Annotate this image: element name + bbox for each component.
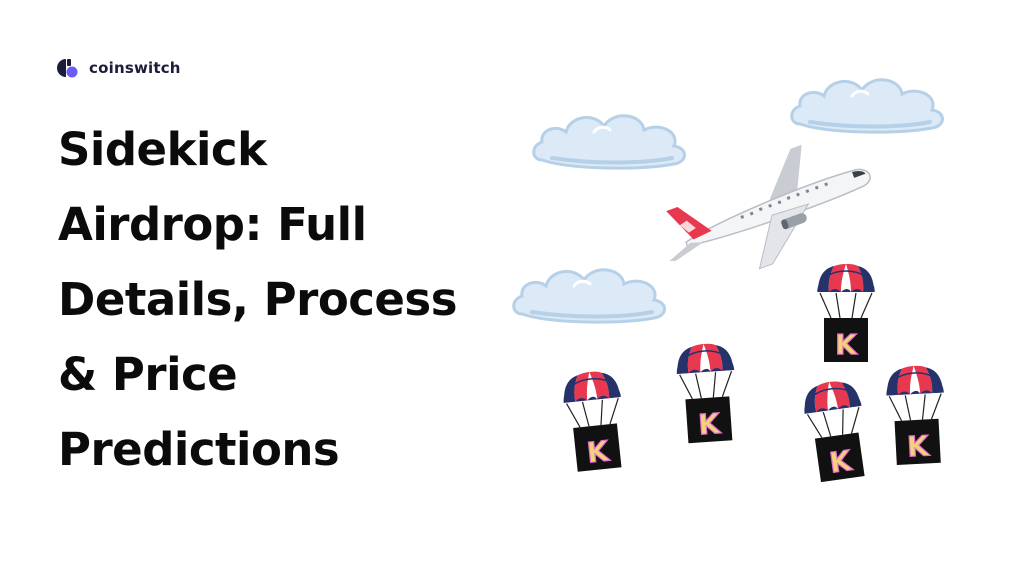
title-line: Sidekick bbox=[58, 123, 267, 176]
title-line: Predictions bbox=[58, 423, 340, 476]
crate-letter: K bbox=[697, 407, 722, 442]
brand: coinswitch bbox=[57, 57, 181, 79]
title-line: Details, Process bbox=[58, 273, 458, 326]
title-line: & Price bbox=[58, 348, 238, 401]
cloud-icon bbox=[531, 113, 687, 171]
airplane-icon bbox=[666, 144, 871, 270]
brand-name: coinswitch bbox=[89, 59, 181, 77]
parachute-crate-icon: K bbox=[674, 341, 740, 445]
title-line: Airdrop: Full bbox=[58, 198, 367, 251]
parachute-crate-icon: K bbox=[560, 368, 629, 474]
cloud-icon bbox=[511, 267, 667, 325]
parachute-crate-icon: K bbox=[817, 263, 875, 363]
crate-letter: K bbox=[906, 429, 931, 463]
parachute-crate-icon: K bbox=[800, 377, 872, 484]
crate-letter: K bbox=[835, 328, 858, 361]
cloud-icon bbox=[789, 77, 945, 135]
coinswitch-logo-icon bbox=[57, 59, 78, 78]
page-title: Sidekick Airdrop: Full Details, Process … bbox=[58, 112, 528, 487]
parachute-crate-icon: K bbox=[884, 363, 948, 467]
